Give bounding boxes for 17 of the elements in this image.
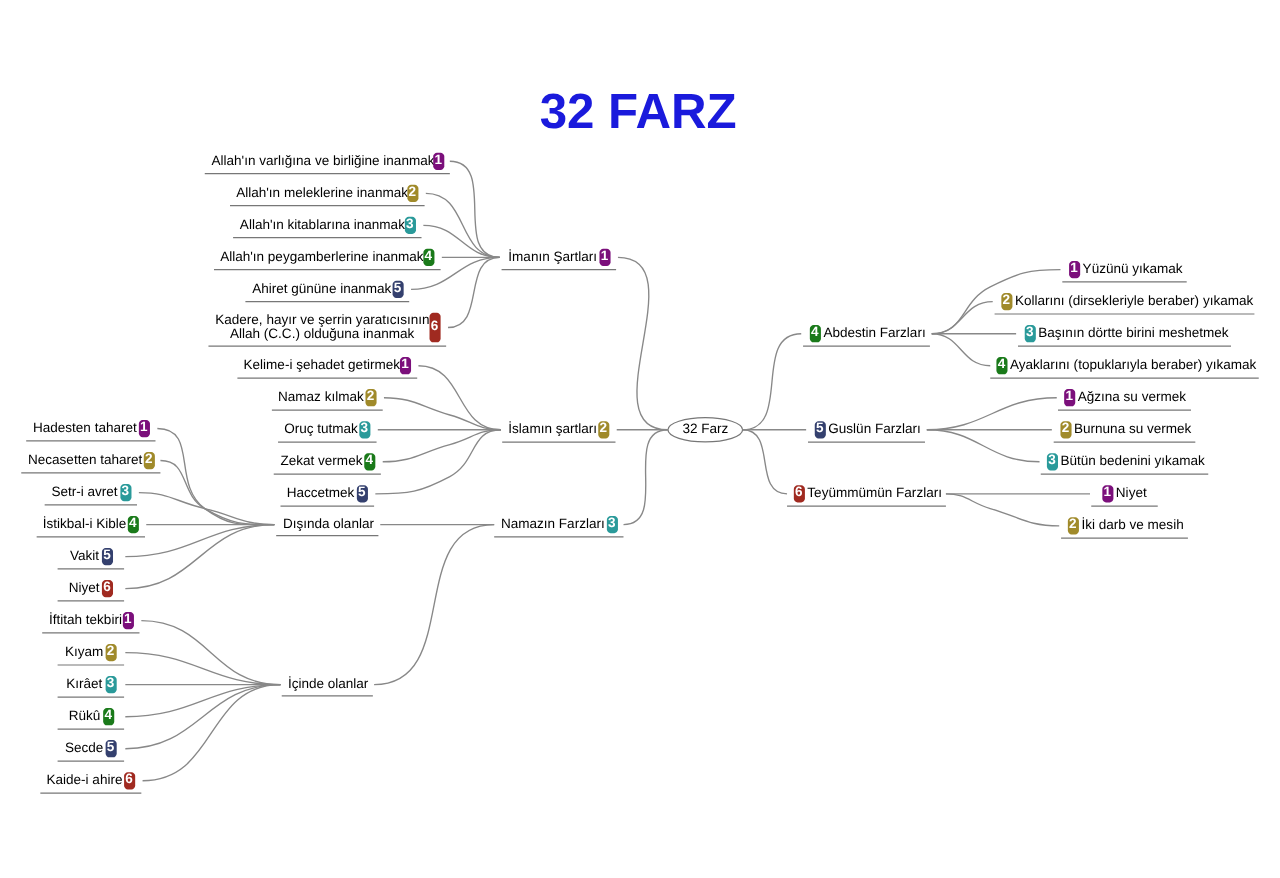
connector xyxy=(926,429,1041,463)
connector xyxy=(931,269,1062,335)
connector xyxy=(931,333,1017,335)
connector xyxy=(742,429,788,495)
connector xyxy=(617,256,669,431)
connector xyxy=(622,429,669,526)
connector xyxy=(931,333,991,367)
connector xyxy=(742,429,807,431)
connector xyxy=(945,493,1060,527)
connector xyxy=(447,256,501,329)
connector xyxy=(616,429,669,431)
connector xyxy=(124,523,275,590)
connector xyxy=(422,224,501,258)
diagram-title: 32 FARZ xyxy=(539,86,737,141)
connector xyxy=(141,684,282,782)
connector xyxy=(374,429,502,495)
connector xyxy=(373,523,495,686)
